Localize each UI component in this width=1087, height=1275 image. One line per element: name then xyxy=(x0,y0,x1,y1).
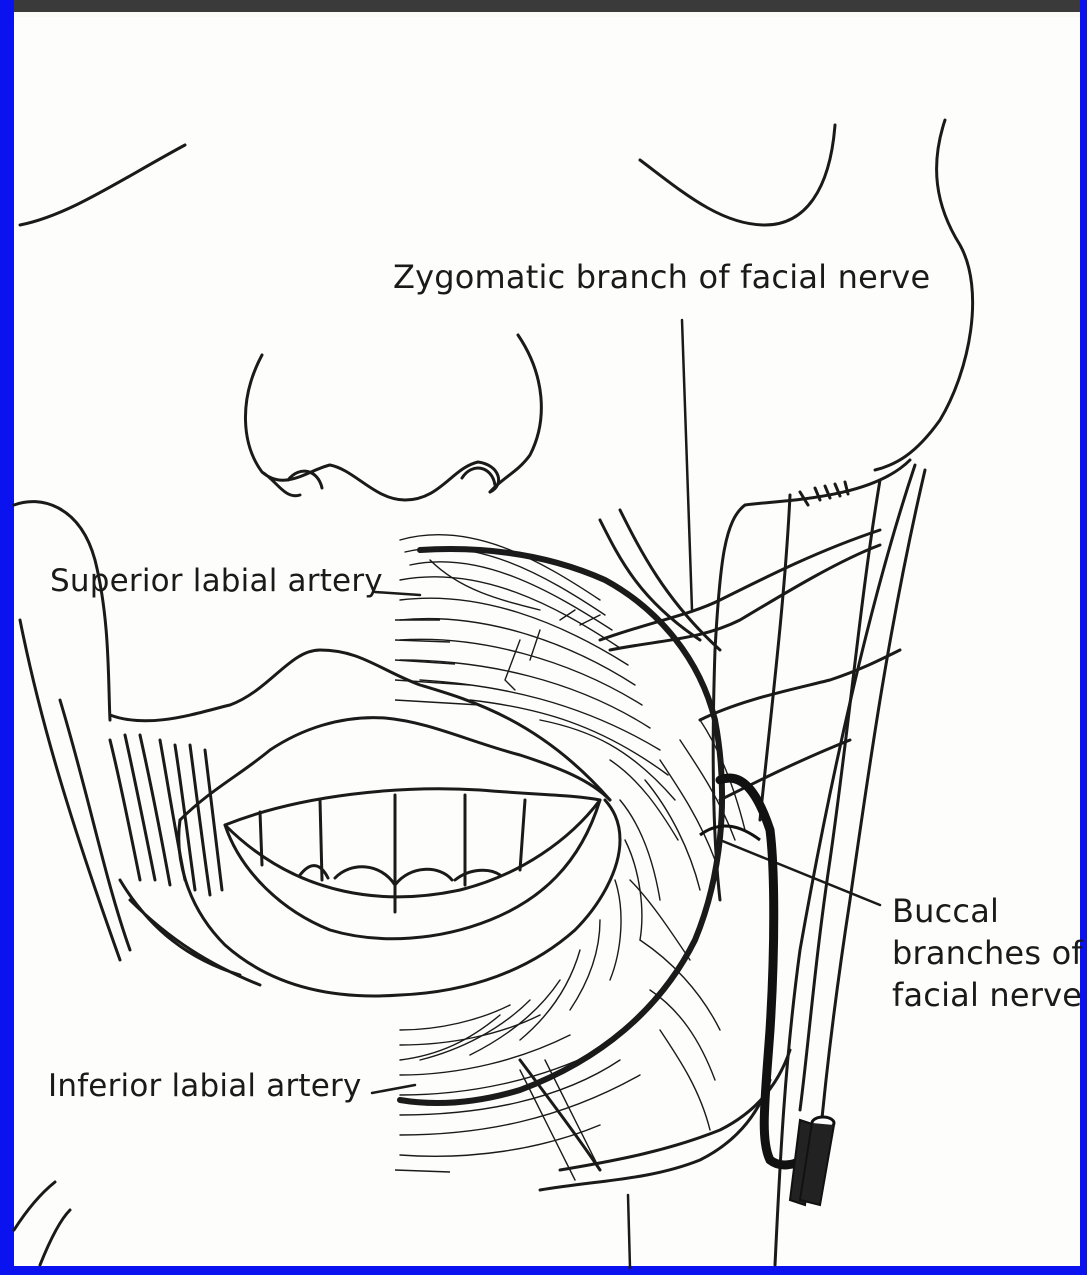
buccal-label-line-3: facial nerve xyxy=(892,974,1083,1016)
zygomatic-leader-line xyxy=(682,320,692,610)
zygomatic-nerve-branch-2 xyxy=(600,530,880,640)
nostril-right xyxy=(462,468,495,485)
teeth xyxy=(260,795,525,912)
inferior-labial-artery-label: Inferior labial artery xyxy=(48,1068,362,1106)
cut-vessel-stub xyxy=(790,1117,834,1205)
mouth-opening xyxy=(225,789,600,897)
left-jaw-line xyxy=(20,620,120,960)
masseter-band-1 xyxy=(760,495,790,820)
nerve-branch-upper xyxy=(600,520,700,640)
bottom-leader-line xyxy=(628,1195,630,1268)
masseter-band-2 xyxy=(800,480,880,1110)
upper-lip-outline xyxy=(110,650,610,800)
facial-artery xyxy=(720,778,800,1165)
inferior-leader-line xyxy=(372,1085,415,1093)
superior-labial-artery-label: Superior labial artery xyxy=(50,563,383,601)
buccal-branches-label: Buccal branches of facial nerve xyxy=(892,890,1083,1016)
nose-bridge-right xyxy=(490,335,541,492)
left-jaw-inner xyxy=(60,700,130,950)
right-eye-line xyxy=(640,125,835,225)
zygomatic-branch-label: Zygomatic branch of facial nerve xyxy=(393,258,930,297)
orbicularis-bold-contour xyxy=(400,549,722,1103)
left-eye-line xyxy=(20,145,185,225)
left-buccinator-stripes xyxy=(110,735,260,985)
buccal-label-line-2: branches of xyxy=(892,932,1083,974)
masseter-band-3 xyxy=(815,470,925,1200)
left-face-contour xyxy=(14,502,110,720)
nerve-branch-mid xyxy=(700,650,900,720)
masseter-front-edge xyxy=(713,460,910,900)
buccal-label-line-1: Buccal xyxy=(892,890,1083,932)
lower-left-contour xyxy=(14,1182,70,1265)
